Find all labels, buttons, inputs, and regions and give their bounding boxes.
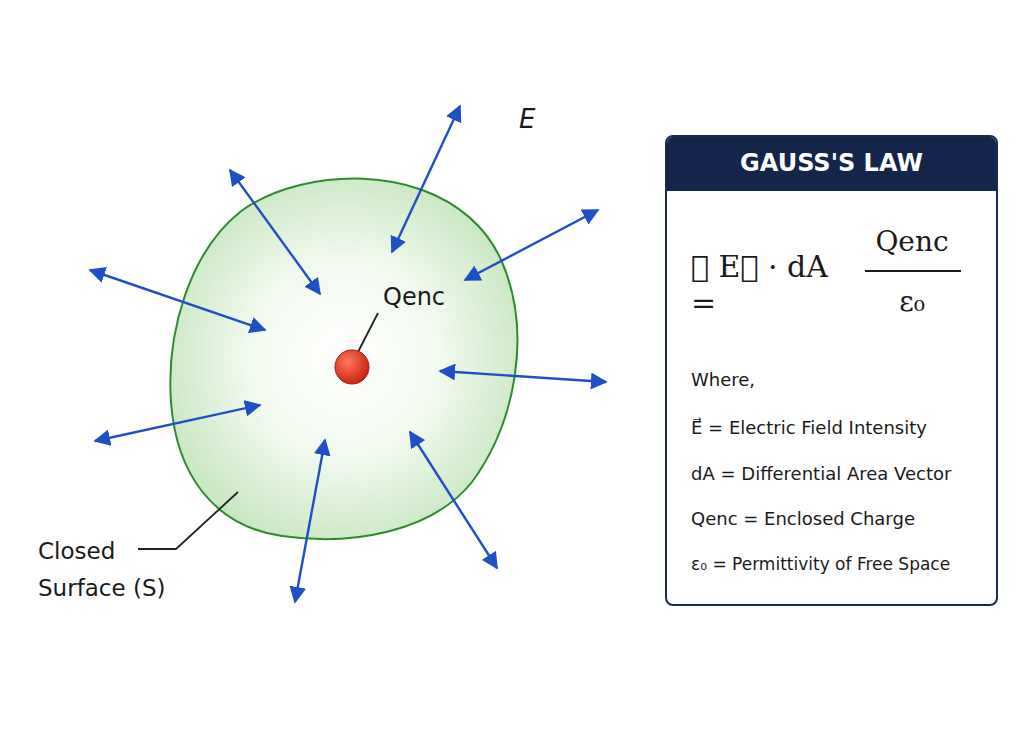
callout-label: Closed Surface (S) <box>38 533 188 607</box>
node-text: E⃗ = Electric Field Intensity <box>691 417 991 439</box>
callout-label: E <box>519 104 559 135</box>
surface-shape <box>165 165 525 550</box>
node-text: ε₀ = Permittivity of Free Space <box>691 554 996 574</box>
node-text: Qenc <box>383 283 463 312</box>
node-text: ε₀ <box>857 285 967 319</box>
node-text: Where, <box>691 369 981 391</box>
node-text: Qenc <box>857 225 967 259</box>
node-text: ∮ E⃗ · dA = <box>691 249 861 321</box>
node-text: Qenc = Enclosed Charge <box>691 508 991 530</box>
closed-surface: Qenc <box>165 165 525 550</box>
fraction-bar <box>865 270 961 272</box>
formula-box: GAUSS'S LAW ∮ E⃗ · dA =Qenc ε₀ Where, E⃗ = E… <box>665 135 998 606</box>
node-text: dA = Differential Area Vector <box>691 463 991 485</box>
box-heading: GAUSS'S LAW <box>667 149 996 178</box>
